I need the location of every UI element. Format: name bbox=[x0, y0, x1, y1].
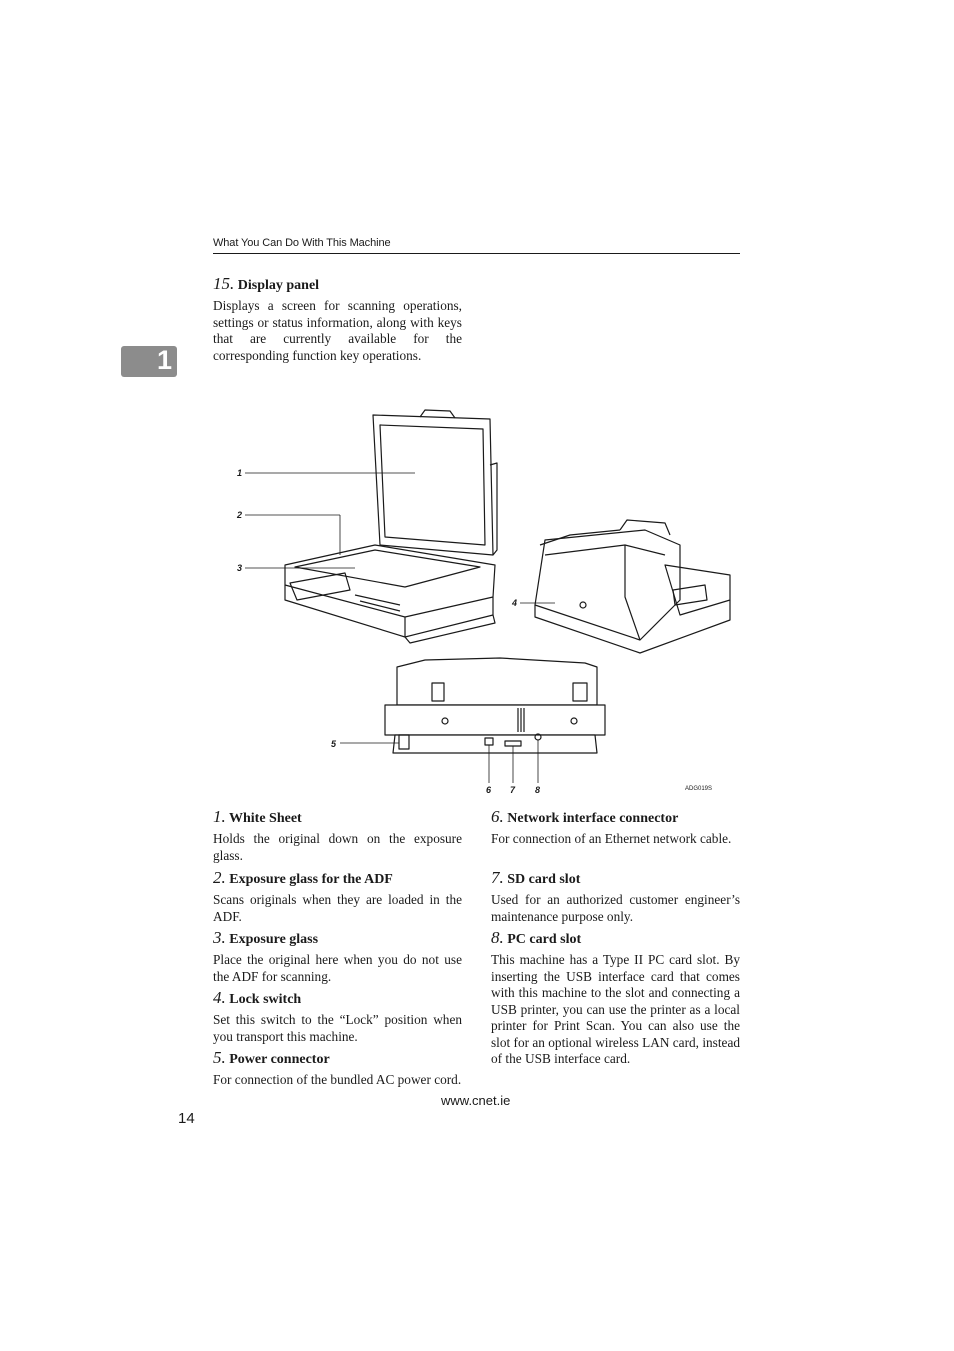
callout-2: 2 bbox=[236, 510, 242, 520]
callout-6: 6 bbox=[486, 785, 492, 795]
chapter-number: 1 bbox=[156, 345, 172, 375]
item-network-interface: 6. Network interface connector For conne… bbox=[491, 808, 740, 848]
callout-7: 7 bbox=[510, 785, 516, 795]
callout-5: 5 bbox=[331, 739, 337, 749]
item-number: 1. bbox=[213, 807, 226, 826]
item-description: Scans originals when they are loaded in … bbox=[213, 892, 462, 924]
item-number: 15. bbox=[213, 274, 235, 293]
item-title: Exposure glass bbox=[229, 932, 319, 947]
item-exposure-glass-adf: 2. Exposure glass for the ADF Scans orig… bbox=[213, 869, 462, 925]
callout-1: 1 bbox=[237, 468, 242, 478]
item-description: For connection of an Ethernet network ca… bbox=[491, 831, 732, 846]
header-rule bbox=[213, 253, 740, 254]
callout-8: 8 bbox=[535, 785, 540, 795]
item-number: 8. bbox=[491, 928, 504, 947]
item-number: 2. bbox=[213, 868, 226, 887]
page-number: 14 bbox=[178, 1110, 195, 1127]
item-display-panel: 15. Display panel Displays a screen for … bbox=[213, 275, 462, 364]
item-title: Exposure glass for the ADF bbox=[229, 872, 393, 887]
item-description: This machine has a Type II PC card slot.… bbox=[491, 952, 740, 1066]
callout-4: 4 bbox=[511, 598, 517, 608]
item-number: 7. bbox=[491, 868, 504, 887]
scanner-parts-illustration: 1 2 3 4 5 6 7 8 ADG019S bbox=[236, 409, 731, 795]
item-sd-card-slot: 7. SD card slot Used for an authorized c… bbox=[491, 869, 740, 925]
item-title: SD card slot bbox=[507, 872, 581, 887]
item-title: Lock switch bbox=[229, 992, 302, 1007]
item-description: Used for an authorized customer engineer… bbox=[491, 892, 740, 924]
item-title: Display panel bbox=[237, 278, 320, 293]
chapter-tab: 1 bbox=[121, 345, 177, 377]
item-description: Holds the original down on the exposure … bbox=[213, 831, 462, 863]
item-number: 4. bbox=[213, 988, 226, 1007]
item-lock-switch: 4. Lock switch Set this switch to the “L… bbox=[213, 989, 462, 1045]
item-white-sheet: 1. White Sheet Holds the original down o… bbox=[213, 808, 462, 864]
item-power-connector: 5. Power connector For connection of the… bbox=[213, 1049, 462, 1089]
item-description: For connection of the bundled AC power c… bbox=[213, 1072, 462, 1087]
item-number: 5. bbox=[213, 1048, 226, 1067]
item-title: PC card slot bbox=[507, 932, 582, 947]
item-exposure-glass: 3. Exposure glass Place the original her… bbox=[213, 929, 462, 985]
item-number: 3. bbox=[213, 928, 226, 947]
footer-url: www.cnet.ie bbox=[441, 1093, 511, 1108]
item-heading: 15. Display panel bbox=[213, 275, 462, 295]
item-title: Network interface connector bbox=[507, 811, 679, 826]
item-number: 6. bbox=[491, 807, 504, 826]
item-description: Place the original here when you do not … bbox=[213, 952, 462, 984]
figure-code: ADG019S bbox=[685, 786, 712, 792]
callout-3: 3 bbox=[237, 563, 242, 573]
item-title: Power connector bbox=[229, 1052, 330, 1067]
item-title: White Sheet bbox=[229, 811, 302, 826]
running-header: What You Can Do With This Machine bbox=[213, 237, 391, 249]
item-description: Set this switch to the “Lock” position w… bbox=[213, 1012, 462, 1044]
item-pc-card-slot: 8. PC card slot This machine has a Type … bbox=[491, 929, 740, 1068]
item-description: Displays a screen for scanning operation… bbox=[213, 298, 462, 363]
